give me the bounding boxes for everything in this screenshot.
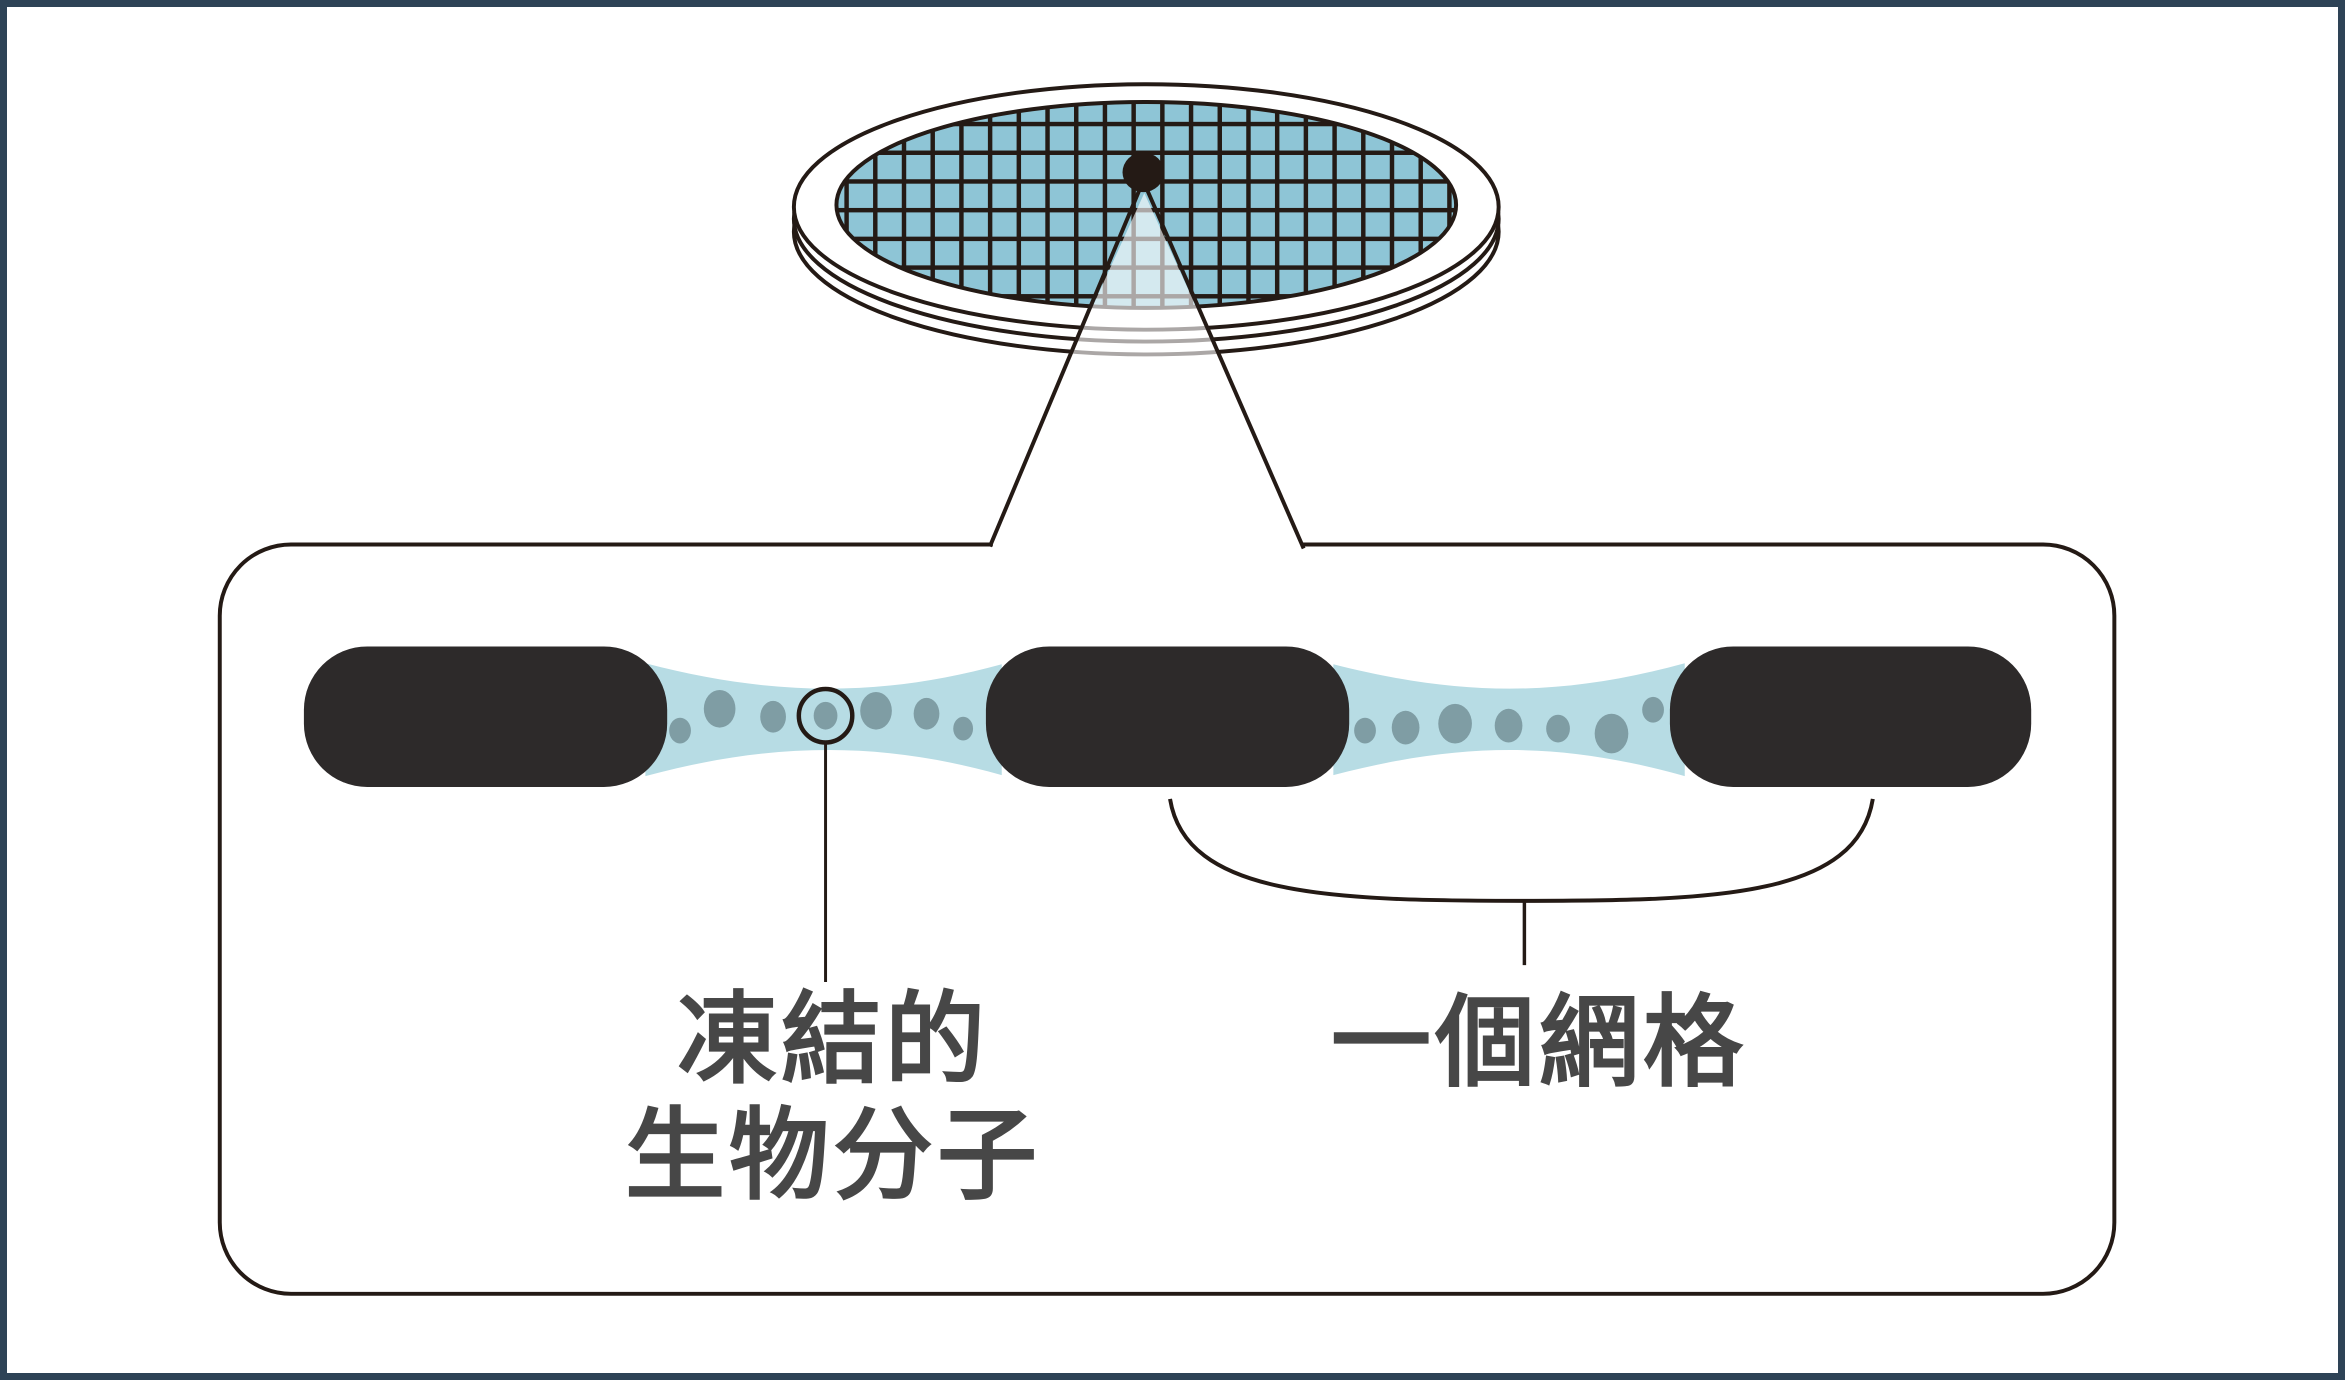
frozen-biomolecule-dot (1642, 696, 1664, 723)
frozen-biomolecule-dot (1494, 708, 1523, 743)
frozen-biomolecule-dot (913, 697, 940, 730)
grid-bar-middle (985, 646, 1350, 788)
frozen-biomolecule-dot (703, 690, 736, 728)
frozen-biomolecule-dot (1438, 703, 1472, 744)
frozen-biomolecule-dot (1354, 717, 1376, 744)
label-one-grid-square: 一個網格 (1331, 987, 1747, 1099)
cryo-em-grid-diagram (217, 82, 2117, 1296)
frozen-biomolecule-dot (1391, 710, 1420, 745)
label-frozen-biomolecule-line1: 凍結的 (677, 984, 989, 1096)
selected-grid-spot-dot (1122, 152, 1165, 193)
label-frozen-biomolecule: 凍結的 生物分子 (625, 982, 1041, 1214)
molecules-left-film (669, 690, 974, 744)
frozen-biomolecule-dot (860, 691, 892, 730)
magnifier-cone-highlight (1063, 193, 1226, 372)
frozen-biomolecule-dot (760, 700, 786, 733)
frozen-biomolecule-dot (953, 716, 974, 741)
frozen-biomolecule-dot (1546, 714, 1570, 743)
frozen-biomolecule-dot (669, 717, 691, 744)
magnifier-cone-left-line (988, 189, 1142, 548)
frozen-biomolecule-dot (813, 701, 838, 730)
frozen-biomolecule-dot (1594, 713, 1629, 754)
label-frozen-biomolecule-line2: 生物分子 (625, 1100, 1041, 1212)
molecule-callout-circle (796, 686, 855, 745)
grid-bar-left (303, 646, 668, 788)
grid-bar-right (1669, 646, 2032, 788)
em-grid-disc (791, 82, 1501, 372)
magnifier-cone-right-line (1145, 189, 1306, 550)
molecules-right-film (1354, 696, 1664, 754)
